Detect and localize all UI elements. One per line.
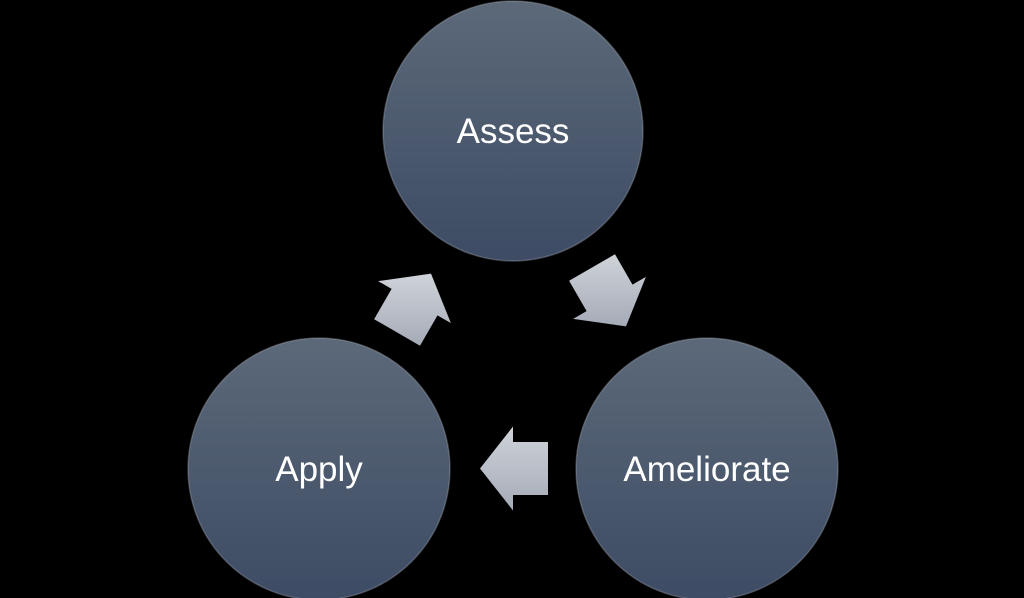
ameliorate-circle [575, 337, 839, 598]
apply-label: Apply [275, 450, 363, 489]
arrow-apply-to-assess-icon [374, 273, 451, 346]
node-ameliorate: Ameliorate [575, 337, 839, 598]
assess-label: Assess [457, 112, 570, 151]
ameliorate-label: Ameliorate [623, 450, 790, 489]
apply-circle [187, 337, 451, 598]
assess-circle [382, 0, 644, 262]
node-assess: Assess [382, 0, 644, 262]
node-apply: Apply [187, 337, 451, 598]
arrow-assess-to-ameliorate-icon [569, 254, 646, 327]
arrow-ameliorate-to-apply-icon [480, 426, 548, 511]
